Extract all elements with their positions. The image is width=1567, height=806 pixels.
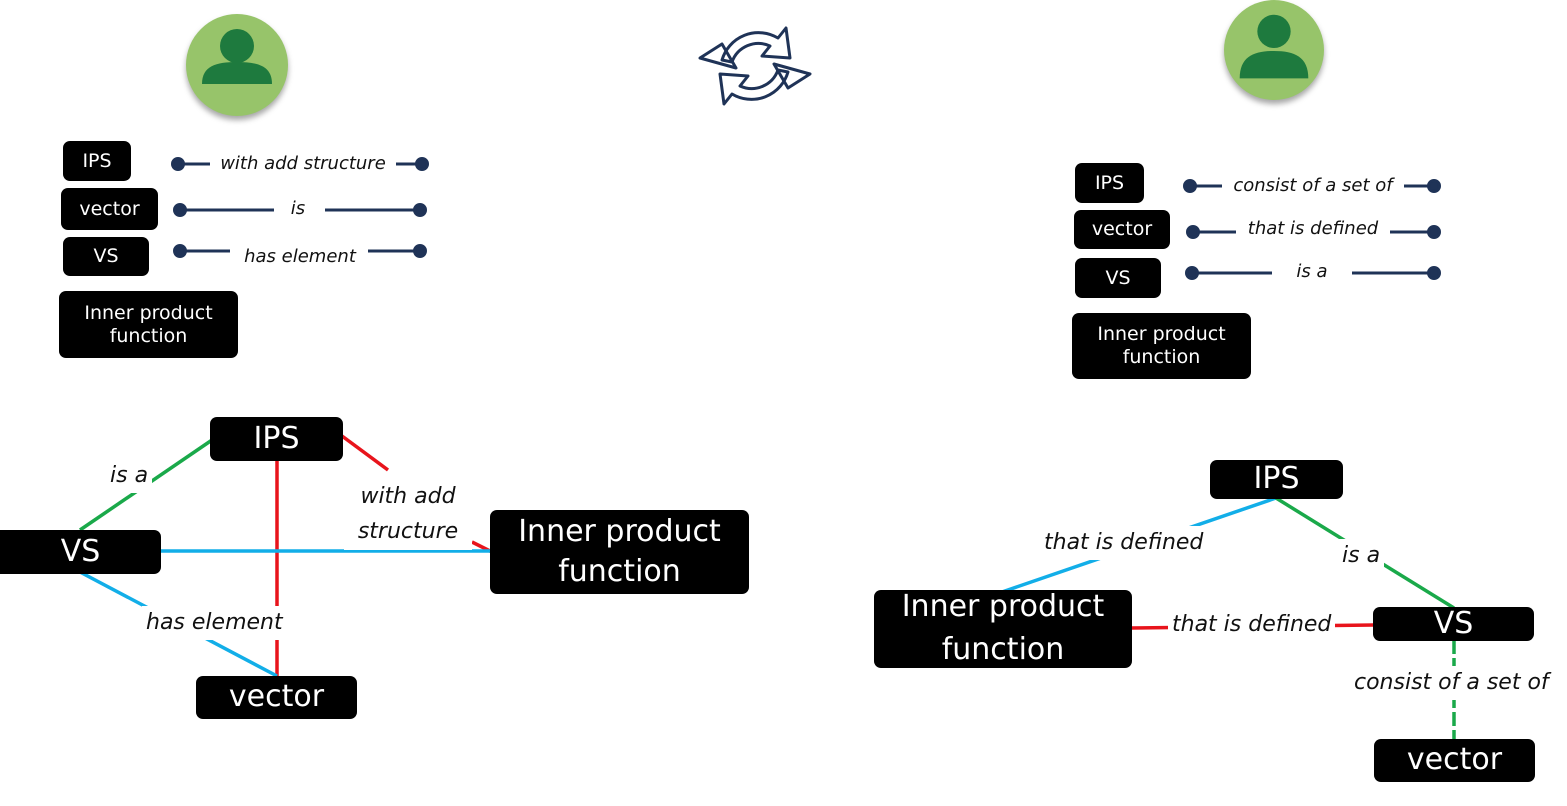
right-legend-node-ipf: Inner product function [1072, 313, 1251, 379]
left-legend-node-ipf: Inner product function [59, 291, 238, 358]
right-graph-label-that-is-defined-top: that is defined [1040, 526, 1208, 561]
right-legend-rel-that-is-defined: that is defined [1247, 218, 1379, 239]
right-legend-connectors [1183, 179, 1441, 280]
left-legend-rel-has-element: has element [244, 246, 356, 267]
right-legend-node-vs: VS [1075, 258, 1161, 298]
right-graph-label-is-a: is a [1338, 539, 1385, 574]
left-legend-rel-with-add-structure: with add structure [220, 153, 386, 174]
left-graph-label-is-a: is a [106, 459, 153, 494]
right-legend-rel-consist-of: consist of a set of [1233, 175, 1393, 196]
left-legend-connectors [171, 157, 429, 258]
left-graph-node-ips: IPS [210, 417, 343, 461]
right-graph-label-consist-of: consist of a set of [1350, 666, 1553, 701]
left-legend-rel-is: is [290, 198, 306, 219]
left-graph-node-ipf: Inner product function [490, 510, 749, 594]
right-graph-label-that-is-defined-mid: that is defined [1168, 608, 1336, 643]
right-graph-node-ips: IPS [1210, 460, 1343, 499]
left-graph-label-has-element: has element [142, 606, 287, 641]
left-legend-node-vector: vector [61, 188, 158, 230]
left-user-avatar-icon [186, 14, 288, 116]
right-graph-node-vs: VS [1373, 606, 1534, 641]
left-legend-node-ips: IPS [63, 141, 131, 181]
right-legend-rel-is-a: is a [1296, 261, 1328, 282]
left-graph-node-vs: VS [0, 530, 161, 574]
right-legend-node-vector: vector [1074, 210, 1170, 249]
right-user-avatar-icon [1224, 0, 1324, 100]
sync-arrows-icon [698, 26, 812, 106]
left-graph-label-with-add-structure: with add structure [344, 480, 472, 550]
left-legend-node-vs: VS [63, 237, 149, 276]
right-graph-node-ipf: Inner product function [874, 589, 1132, 668]
left-graph-node-vector: vector [196, 676, 357, 719]
edge-ips-ipf-red [340, 434, 390, 472]
right-graph-node-vector: vector [1374, 739, 1535, 782]
right-legend-node-ips: IPS [1075, 163, 1144, 203]
